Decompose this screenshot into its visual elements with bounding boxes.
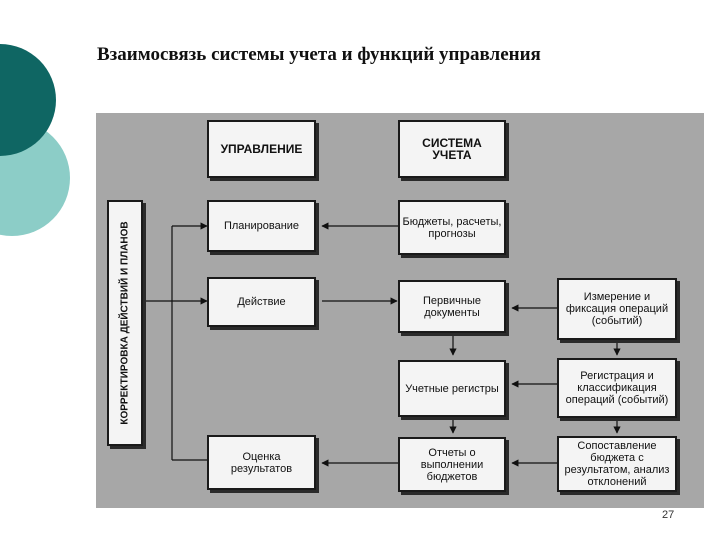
evaluation-box: Оценка результатов (207, 435, 316, 490)
measurement-box: Измерение и фиксация операций (событий) (557, 278, 677, 340)
ledgers-box: Учетные регистры (398, 360, 506, 417)
comparison-box: Сопоставление бюджета с результатом, ана… (557, 436, 677, 492)
reports-box: Отчеты о выполнении бюджетов (398, 437, 506, 492)
management-header-box: УПРАВЛЕНИЕ (207, 120, 316, 178)
registration-box: Регистрация и классификация операций (со… (557, 358, 677, 418)
feedback-box: КОРРЕКТИРОВКА ДЕЙСТВИЙ И ПЛАНОВ (107, 200, 143, 446)
feedback-label: КОРРЕКТИРОВКА ДЕЙСТВИЙ И ПЛАНОВ (119, 221, 131, 425)
decorative-circles (0, 44, 70, 236)
action-box: Действие (207, 277, 316, 327)
accounting-header-box: СИСТЕМА УЧЕТА (398, 120, 506, 178)
budgets-box: Бюджеты, расчеты, прогнозы (398, 200, 506, 255)
planning-box: Планирование (207, 200, 316, 252)
slide-title: Взаимосвязь системы учета и функций упра… (97, 44, 541, 65)
primary-documents-box: Первичные документы (398, 280, 506, 333)
page-number: 27 (662, 509, 675, 521)
